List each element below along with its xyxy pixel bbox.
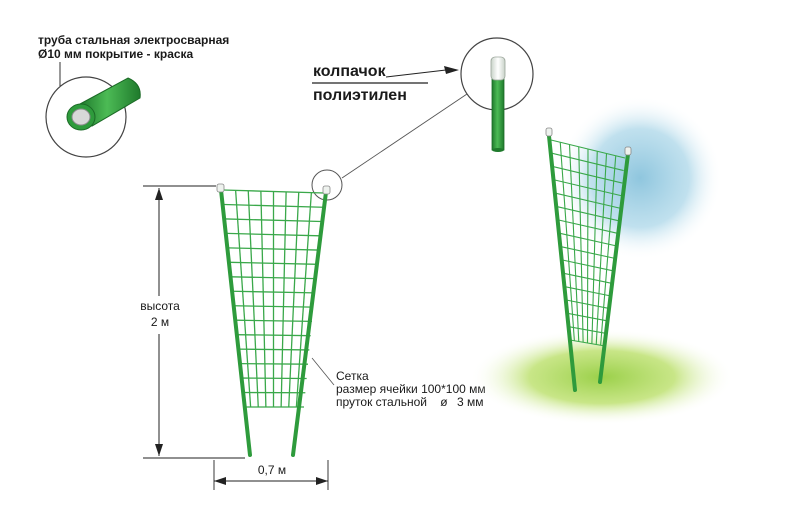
mesh-leader-line <box>311 357 335 386</box>
perspective-mesh-grid <box>550 139 626 347</box>
front-mesh-horizontal <box>236 334 311 337</box>
front-mesh-vertical <box>295 192 313 408</box>
persp-mesh-vertical <box>586 148 589 344</box>
persp-mesh-horizontal <box>554 179 622 197</box>
persp-right-post <box>598 152 630 384</box>
cap-label-line1: колпачок <box>313 63 387 80</box>
height-arrow-bottom <box>155 444 163 456</box>
front-mesh-horizontal <box>238 362 309 365</box>
persp-mesh-horizontal <box>564 286 611 297</box>
mesh-rod-symbol: ø <box>440 395 448 409</box>
width-arrow-right <box>316 477 328 485</box>
height-label-bg <box>134 296 186 334</box>
persp-mesh-horizontal <box>562 259 614 272</box>
front-mesh-vertical <box>280 191 287 408</box>
persp-mesh-horizontal <box>567 312 608 322</box>
persp-mesh-horizontal <box>569 339 606 347</box>
front-mesh-horizontal <box>225 218 322 223</box>
persp-mesh-vertical <box>591 151 598 344</box>
persp-mesh-horizontal <box>552 152 624 172</box>
cap-label-line2: полиэтилен <box>313 87 407 104</box>
front-mesh-vertical <box>260 191 267 408</box>
mesh-rod-prefix: пруток стальной <box>336 395 427 409</box>
mesh-cell-prefix: размер ячейки <box>336 382 418 396</box>
front-mesh-horizontal <box>230 276 317 280</box>
height-arrow-top <box>155 188 163 200</box>
persp-mesh-horizontal <box>561 246 615 259</box>
persp-right-cap <box>624 146 632 156</box>
front-mesh-horizontal <box>224 203 323 208</box>
persp-mesh-horizontal <box>559 232 616 247</box>
persp-mesh-horizontal <box>557 206 619 222</box>
pipe-section-callout: труба стальная электросварная Ø10 мм пок… <box>38 33 229 158</box>
width-dimension: 0,7 м <box>213 460 329 490</box>
persp-mesh-horizontal <box>555 192 620 209</box>
front-mesh-grid <box>222 189 325 408</box>
cap-arrow-line <box>385 69 447 78</box>
pipe-label-line2: Ø10 мм покрытие - краска <box>38 47 194 61</box>
persp-mesh-vertical <box>559 142 575 341</box>
persp-left-post <box>547 134 577 392</box>
sky-blob <box>558 96 722 260</box>
front-mesh-horizontal <box>222 189 325 194</box>
front-mesh-horizontal <box>234 319 313 323</box>
persp-mesh-vertical <box>568 144 580 342</box>
front-left-post <box>219 188 252 457</box>
mesh-callout: Сетка размер ячейки 100*100 мм пруток ст… <box>311 357 486 409</box>
front-mesh-vertical <box>234 190 252 408</box>
front-mesh-horizontal <box>233 305 314 308</box>
front-mesh-horizontal <box>237 348 310 351</box>
persp-mesh-horizontal <box>553 166 623 184</box>
persp-mesh-horizontal <box>558 219 618 234</box>
persp-left-cap <box>545 127 553 137</box>
cap-connector-line <box>341 93 468 179</box>
front-mesh-horizontal <box>229 261 318 265</box>
persp-mesh-vertical <box>600 155 617 346</box>
width-label: 0,7 м <box>258 463 286 477</box>
persp-mesh-vertical <box>595 153 608 345</box>
pipe-section-icon <box>66 77 141 131</box>
cap-arrow-head <box>444 66 459 74</box>
height-dimension: высота 2 м <box>134 185 245 459</box>
mesh-label-line3: пруток стальной ø 3 мм <box>336 395 484 409</box>
persp-mesh-vertical <box>578 146 584 343</box>
mesh-rod-value: 3 мм <box>457 395 484 409</box>
cap-detail-icon <box>490 56 506 152</box>
mesh-label-line1: Сетка <box>336 369 369 383</box>
pipe-label-line1: труба стальная электросварная <box>38 33 229 47</box>
front-right-cap <box>322 185 331 195</box>
front-mesh-horizontal <box>228 247 319 251</box>
front-left-cap <box>216 183 225 193</box>
width-arrow-left <box>214 477 226 485</box>
front-right-post <box>291 190 328 457</box>
trellis-front <box>216 183 331 457</box>
height-label-line1: высота <box>140 299 180 313</box>
front-mesh-horizontal <box>226 232 321 237</box>
front-mesh-vertical <box>247 190 259 408</box>
front-mesh-vertical <box>288 192 300 408</box>
cap-callout: колпачок полиэтилен <box>311 37 534 201</box>
trellis-perspective-scene <box>470 96 734 425</box>
persp-mesh-horizontal <box>568 326 607 335</box>
persp-mesh-horizontal <box>566 299 610 309</box>
height-label-line2: 2 м <box>151 315 169 329</box>
front-mesh-horizontal <box>232 290 315 294</box>
persp-mesh-horizontal <box>550 139 626 159</box>
mesh-label-line2: размер ячейки 100*100 мм <box>336 382 486 396</box>
persp-mesh-horizontal <box>563 272 612 284</box>
mesh-cell-value: 100*100 <box>421 382 466 396</box>
